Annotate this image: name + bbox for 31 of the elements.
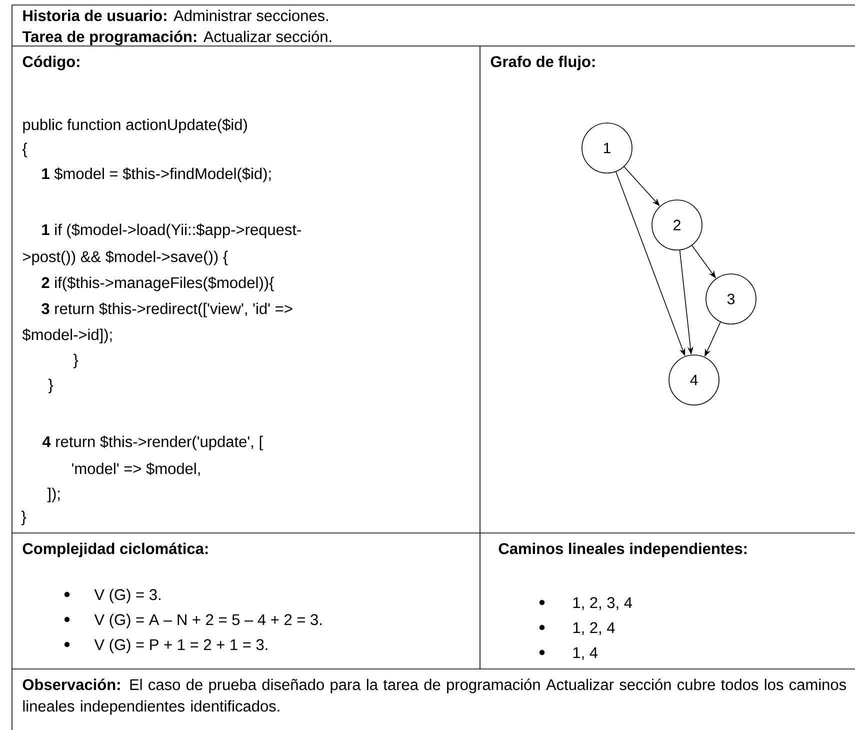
code-line: ]); (47, 488, 60, 502)
code-line: 2 if($this->manageFiles($model)){ (42, 276, 274, 292)
code-line: >post()) && $model->save()) { (22, 250, 228, 266)
heading: Complejidad ciclomática: (22, 542, 208, 558)
graph-node: 4 (668, 354, 720, 406)
list-item: V (G) = 3. (64, 588, 160, 604)
code-line: 3 return $this->redirect(['view', 'id' => (42, 302, 292, 318)
code-line: 1 if ($model->load(Yii::$app->request- (42, 224, 301, 238)
heading: Caminos lineales independientes: (498, 542, 746, 558)
list-item: 1, 2, 4 (539, 622, 615, 635)
cell-text: Historia de usuario: Administrar secciones. (23, 10, 328, 22)
code-line: 'model' => $model, (72, 462, 200, 476)
code-line: } (48, 378, 54, 394)
list-item: 1, 4 (539, 647, 598, 660)
cell-text: Tarea de programación: Actualizar sección. (22, 30, 332, 46)
heading: Código: (22, 56, 80, 70)
code-line: 4 return $this->render('update', [ (42, 436, 263, 450)
graph-node: 1 (582, 122, 632, 174)
heading: Grafo de flujo: (490, 56, 595, 70)
code-line: { (22, 142, 28, 158)
graph-node: 2 (652, 200, 702, 250)
code-line: 1 $model = $this->findModel($id); (42, 168, 271, 182)
code-line: public function actionUpdate($id) (23, 118, 247, 134)
code-line: } (73, 354, 78, 368)
graph-node: 3 (706, 274, 756, 324)
note-text: Observación: El caso de prueba diseñado para la tarea de programación Actualizar sección cubre todos los caminos lineales independientes identificados. (22, 678, 846, 715)
list-item: V (G) = A – N + 2 = 5 – 4 + 2 = 3. (64, 614, 322, 628)
list-item: 1, 2, 3, 4 (539, 597, 632, 610)
code-line: } (21, 510, 26, 526)
list-item: V (G) = P + 1 = 2 + 1 = 3. (64, 638, 268, 654)
code-line: $model->id]); (22, 328, 112, 344)
